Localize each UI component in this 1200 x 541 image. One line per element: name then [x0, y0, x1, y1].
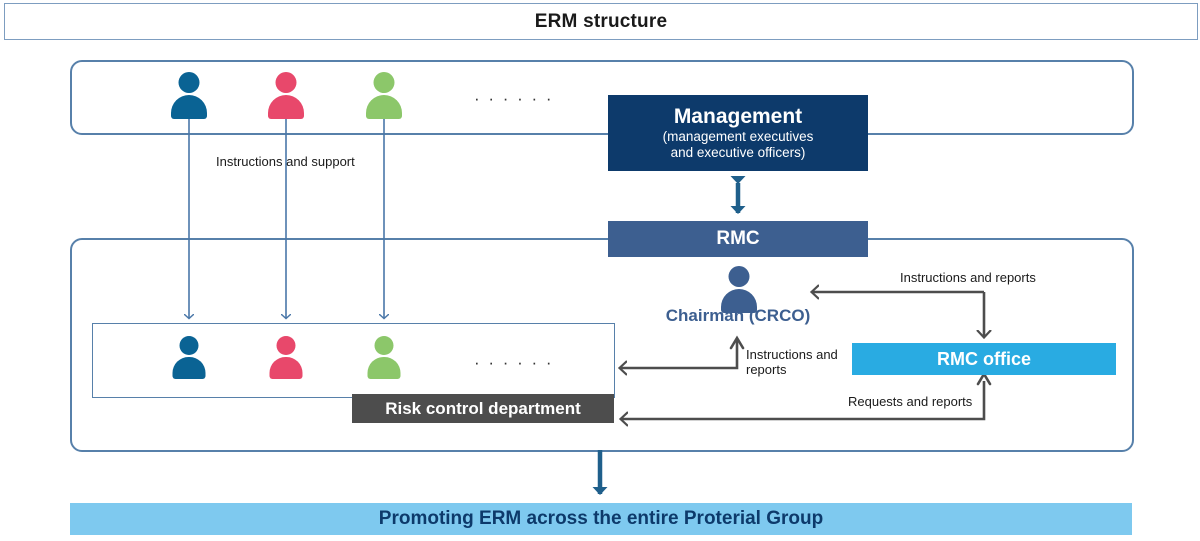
label-instructions-and-reports-mid-line1: Instructions and	[746, 347, 838, 362]
person-pink-icon-top	[266, 72, 306, 120]
rmc-office-box[interactable]: RMC office	[852, 343, 1116, 375]
person-green-icon-top	[364, 72, 404, 120]
risk-control-department-label: Risk control department	[385, 398, 581, 418]
label-instructions-and-reports-mid: Instructions and reports	[746, 347, 846, 378]
chairman-label: Chairman (CRCO)	[665, 306, 811, 325]
rmc-box[interactable]: RMC	[608, 221, 868, 257]
rmc-label: RMC	[716, 228, 760, 249]
rmc-office-label: RMC office	[937, 348, 1031, 369]
promoting-erm-banner-label: Promoting ERM across the entire Proteria…	[378, 508, 824, 529]
label-instructions-and-support: Instructions and support	[216, 154, 355, 169]
ellipsis-bottom: · · · · · ·	[474, 353, 554, 372]
management-subtitle-line1: (management executives	[662, 128, 814, 144]
management-title: Management	[673, 104, 803, 128]
risk-control-department-box[interactable]: Risk control department	[352, 394, 614, 423]
person-blue-icon-bottom	[170, 336, 208, 381]
person-blue-icon-top	[169, 72, 209, 120]
page-title: ERM structure	[4, 3, 1198, 40]
management-subtitle: (management executives and executive off…	[663, 129, 814, 161]
person-pink-icon-bottom	[267, 336, 305, 381]
label-requests-and-reports: Requests and reports	[848, 394, 973, 409]
label-instructions-and-reports-top: Instructions and reports	[900, 270, 1036, 285]
arrow-rmcoffice-to-chairman	[812, 292, 984, 337]
management-subtitle-line2: and executive officers)	[670, 144, 806, 160]
chairman-person-icon	[719, 266, 759, 314]
business-divisions-panel-top	[70, 60, 1134, 135]
ellipsis-top: · · · · · ·	[474, 89, 554, 108]
person-green-icon-bottom	[365, 336, 403, 381]
management-box[interactable]: Management (management executives and ex…	[608, 95, 868, 171]
label-instructions-and-reports-mid-line2: reports	[746, 361, 787, 377]
page-title-text: ERM structure	[534, 10, 668, 32]
promoting-erm-banner: Promoting ERM across the entire Proteria…	[70, 503, 1132, 535]
arrow-chairman-to-divisions	[620, 335, 745, 368]
